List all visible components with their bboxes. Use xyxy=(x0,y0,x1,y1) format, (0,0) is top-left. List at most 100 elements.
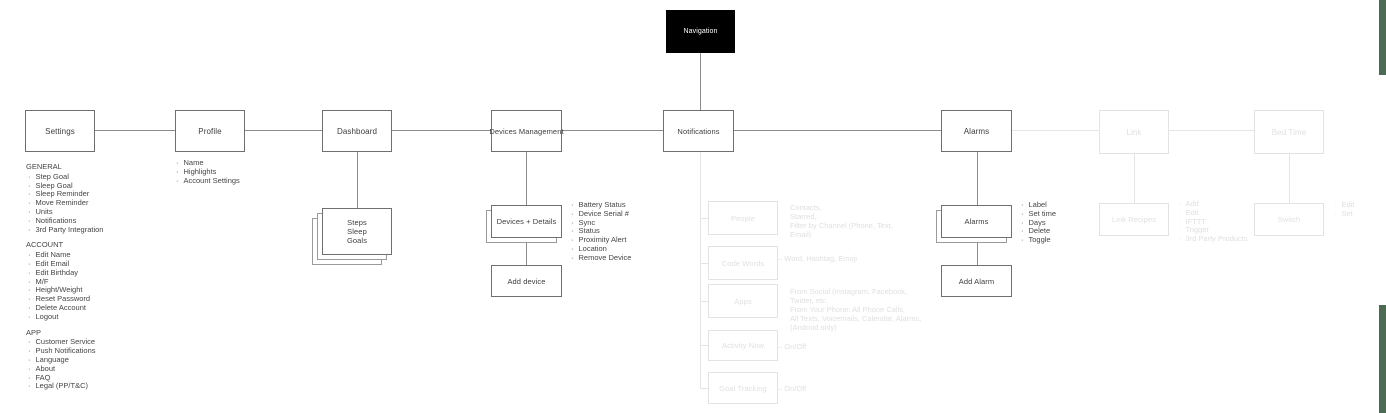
list-item: Step Goal xyxy=(28,172,103,182)
list-item: Height/Weight xyxy=(28,286,103,295)
list-item: Remove Device xyxy=(571,253,632,263)
node-link-recipes[interactable]: Link Recipes xyxy=(1099,203,1169,236)
list-item: Sleep Goal xyxy=(28,181,103,191)
bedtime-detail-list: EditSet xyxy=(1334,200,1355,219)
node-link-recipes-label: Link Recipes xyxy=(1111,215,1157,224)
node-notifications[interactable]: Notifications xyxy=(663,110,734,152)
node-steps-sleep-goals[interactable]: Steps Sleep Goals xyxy=(322,208,392,255)
settings-account-list: Edit NameEdit EmailEdit BirthdayM/FHeigh… xyxy=(28,250,103,322)
node-devices-management-label: Devices Management xyxy=(489,126,564,136)
node-settings[interactable]: Settings xyxy=(25,110,95,152)
node-people[interactable]: People xyxy=(708,201,778,235)
note-line: (Android only) xyxy=(790,323,837,332)
node-apps-label: Apps xyxy=(734,296,752,306)
node-goal-tracking[interactable]: Goal Tracking xyxy=(708,372,778,404)
goal-tracking-notes: – On/Off xyxy=(778,384,806,393)
note-line: Contacts, xyxy=(790,203,822,212)
node-goal-tracking-label: Goal Tracking xyxy=(719,383,767,393)
link-detail-list: AddEditIFTTTTrigger3rd Party Products xyxy=(1178,199,1248,244)
list-item: Units xyxy=(28,207,103,217)
connector-stack-adddevice xyxy=(526,238,527,265)
list-item: Proximity Alert xyxy=(571,235,631,245)
list-item: 3rd Party Integration xyxy=(28,225,104,235)
list-item: Set xyxy=(1334,209,1354,219)
note-line: Email) xyxy=(790,230,812,239)
list-item: Label xyxy=(1021,200,1056,210)
note-line: From Social (Instagram, Facebook, xyxy=(790,287,908,296)
connector-trunk-goaltracking xyxy=(700,388,708,389)
list-item: Logout xyxy=(28,312,103,322)
node-bed-time-label: Bed Time xyxy=(1271,127,1307,137)
node-dashboard[interactable]: Dashboard xyxy=(322,110,392,152)
settings-group-header: GENERAL xyxy=(26,162,62,171)
connector-profile-dashboard xyxy=(245,130,322,131)
node-code-words[interactable]: Code Words xyxy=(708,246,778,280)
connector-notifications-alarms xyxy=(734,130,941,131)
node-navigation[interactable]: Navigation xyxy=(666,10,735,53)
node-switch[interactable]: Switch xyxy=(1254,203,1324,236)
node-notifications-label: Notifications xyxy=(677,126,720,136)
node-profile[interactable]: Profile xyxy=(175,110,245,152)
list-item: Move Reminder xyxy=(28,198,103,208)
connector-notifications-trunk xyxy=(700,152,701,388)
list-item: Account Settings xyxy=(176,176,240,186)
list-item: Edit Email xyxy=(28,259,103,269)
settings-group-header: APP xyxy=(26,327,42,337)
note-line: Starred, xyxy=(790,212,817,221)
list-item: Location xyxy=(571,244,631,254)
list-item: M/F xyxy=(28,277,103,287)
list-item: Push Notifications xyxy=(28,346,103,356)
node-devices-management[interactable]: Devices Management xyxy=(489,110,564,152)
note-line: – On/Off xyxy=(778,384,807,393)
node-alarms-list[interactable]: Alarms xyxy=(941,205,1012,238)
note-line: Filter by Channel (Phone, Text, xyxy=(790,221,893,230)
list-item: Device Serial # xyxy=(571,209,631,219)
code-words-notes: – Word, Hashtag, Emoji xyxy=(778,254,857,263)
connector-trunk-apps xyxy=(700,301,708,302)
list-item: Days xyxy=(1021,218,1056,228)
stack-line: Sleep xyxy=(347,227,367,236)
list-item: Edit Name xyxy=(28,250,103,260)
profile-detail-list: NameHighlightsAccount Settings xyxy=(176,158,240,186)
list-item: FAQ xyxy=(28,373,103,383)
node-add-alarm[interactable]: Add Alarm xyxy=(941,265,1012,297)
node-add-device-label: Add device xyxy=(507,276,546,286)
connector-stack-addalarm xyxy=(977,238,978,265)
devices-detail-list: Battery StatusDevice Serial #SyncStatusP… xyxy=(571,200,632,263)
settings-app-list: Customer ServicePush NotificationsLangua… xyxy=(28,338,103,391)
settings-group-general: GENERAL Step GoalSleep GoalSleep Reminde… xyxy=(26,162,104,235)
node-add-device[interactable]: Add device xyxy=(491,265,562,297)
node-apps[interactable]: Apps xyxy=(708,284,778,318)
node-code-words-label: Code Words xyxy=(721,258,765,268)
connector-settings-profile xyxy=(95,130,175,131)
node-alarms[interactable]: Alarms xyxy=(941,110,1012,152)
connector-link-bedtime xyxy=(1169,130,1254,131)
note-line: – On/Off xyxy=(778,342,807,351)
node-alarms-list-label: Alarms xyxy=(964,217,989,226)
note-line: Twitter, etc. xyxy=(790,296,828,305)
list-item: Add xyxy=(1178,199,1248,209)
node-people-label: People xyxy=(731,213,755,223)
node-add-alarm-label: Add Alarm xyxy=(958,276,995,286)
list-item: Battery Status xyxy=(571,200,631,210)
connector-trunk-activitynow xyxy=(700,345,708,346)
activity-now-notes: – On/Off xyxy=(778,342,806,351)
settings-group-header: ACCOUNT xyxy=(26,240,64,250)
connector-alarms-link xyxy=(1012,130,1099,131)
node-devices-details[interactable]: Devices + Details xyxy=(491,205,562,238)
list-item: Edit xyxy=(1178,208,1248,218)
list-item: Edit xyxy=(1334,200,1355,210)
node-bed-time[interactable]: Bed Time xyxy=(1254,110,1324,154)
page-edge-accent-bottom xyxy=(1379,305,1386,413)
connector-nav-notifications xyxy=(700,53,701,110)
settings-group-app: APP Customer ServicePush NotificationsLa… xyxy=(26,327,103,392)
node-steps-sleep-goals-label: Steps Sleep Goals xyxy=(347,218,367,245)
node-navigation-label: Navigation xyxy=(683,28,718,35)
node-link[interactable]: Link xyxy=(1099,110,1169,154)
node-alarms-label: Alarms xyxy=(963,126,990,136)
node-activity-now[interactable]: Activity Now xyxy=(708,330,778,361)
node-activity-now-label: Activity Now xyxy=(721,341,765,350)
list-item: Reset Password xyxy=(28,294,103,304)
list-item: Legal (PP/T&C) xyxy=(28,382,103,391)
